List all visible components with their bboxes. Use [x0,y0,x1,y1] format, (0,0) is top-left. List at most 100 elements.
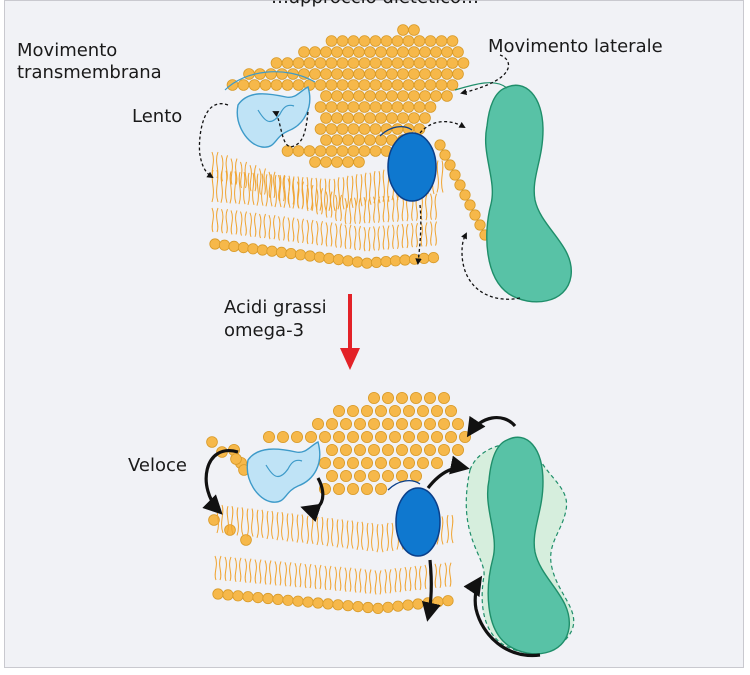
protein-dark-blue [396,488,440,556]
lipid-tail [365,570,366,594]
lipid-head [343,157,354,168]
lipid-tail [336,195,337,221]
lipid-head [243,592,253,602]
lipid-tail [237,507,238,535]
lipid-head [409,47,420,58]
lipid-head [403,80,414,91]
lipid-head [326,418,337,429]
lipid-tail [245,559,246,583]
lipid-tail [380,570,381,594]
lipid-head [348,102,359,113]
lipid-tail [217,152,218,178]
lipid-head [368,470,379,481]
lipid-tail [264,169,265,195]
lipid-head [452,444,463,455]
lipid-head [326,36,337,47]
arrow-slow-flip [199,104,228,177]
lipid-head [263,593,273,603]
lipid-head [365,91,376,102]
lipid-head [381,256,391,266]
lipid-tail [260,169,261,195]
lipid-tail [367,523,368,551]
lipid-head [333,254,343,264]
protein-green [488,437,570,654]
lipid-head [359,36,370,47]
lipid-tail [242,507,243,535]
lipid-tail [400,568,401,592]
lipid-tail [222,209,223,233]
lipid-tail [435,194,436,220]
lipid-head [362,258,372,268]
lipid-head [326,80,337,91]
lipid-head [314,252,324,262]
lipid-head [424,418,435,429]
lipid-head [370,102,381,113]
lipid-tail [283,216,284,240]
lipid-tail [360,569,361,593]
lipid-head [340,418,351,429]
lipid-head [381,80,392,91]
lipid-head [445,160,455,170]
lipid-head [321,47,332,58]
lipid-tail [255,213,256,237]
lipid-head [396,418,407,429]
lipid-head [303,597,313,607]
lipid-head [354,47,365,58]
lipid-tail [435,564,436,588]
label-slow: Lento [132,106,182,128]
lipid-head [453,47,464,58]
lipid-tail [235,558,236,582]
lipid-tail [220,556,221,580]
lipid-tail [370,173,371,205]
lipid-head [370,80,381,91]
lipid-tail [321,188,322,214]
lipid-tail [356,174,357,206]
lipid-tail [222,505,223,533]
protein-green [486,85,572,302]
lipid-head [291,431,302,442]
lipid-tail [426,194,427,220]
lipid-head [398,69,409,80]
lipid-head [414,80,425,91]
lipid-tail [312,516,313,544]
lipid-head [282,58,293,69]
lipid-head [263,431,274,442]
lipid-tail [245,162,246,188]
lipid-tail [329,179,330,211]
lipid-head [313,598,323,608]
lipid-tail [340,567,341,591]
lipid-head [343,601,353,611]
lipid-head [417,405,428,416]
label-fast: Veloce [128,455,187,477]
lipid-head [453,69,464,80]
lipid-head [370,146,381,157]
lipid-head [326,146,337,157]
lipid-tail [435,222,436,246]
lipid-head [403,600,413,610]
lipid-tail [332,518,333,546]
lipid-tail [350,198,351,224]
lipid-head [438,418,449,429]
lipid-head [458,58,469,69]
lipid-head [431,431,442,442]
membrane-rigid [199,25,571,302]
lipid-head [340,444,351,455]
lipid-head [354,444,365,455]
lipid-head [455,180,465,190]
lipid-head [332,69,343,80]
lipid-tail [350,225,351,249]
lipid-head [332,47,343,58]
lipid-head [436,58,447,69]
lipid-tail [264,214,265,238]
lipid-head [337,146,348,157]
lipid-head [348,146,359,157]
lipid-head [271,80,282,91]
lipid-tail [350,568,351,592]
lipid-tail [352,521,353,549]
lipid-head [248,244,258,254]
lipid-head [389,405,400,416]
lipid-head [410,470,421,481]
lipid-head [332,113,343,124]
lipid-head [310,157,321,168]
lipid-head [348,36,359,47]
